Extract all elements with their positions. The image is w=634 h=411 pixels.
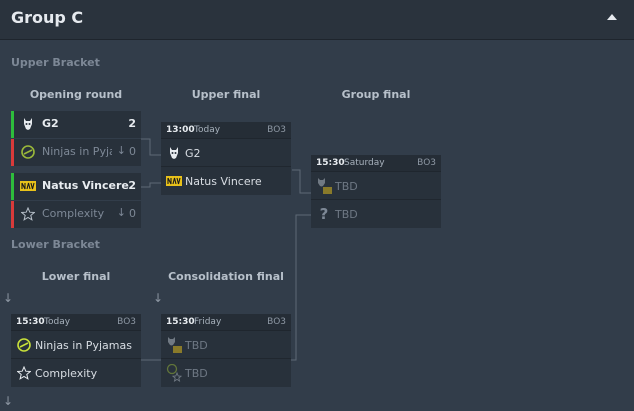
- down-arrow-icon: ↓: [153, 291, 164, 305]
- navi-logo-icon: [166, 173, 182, 189]
- down-arrow-icon: ↓: [116, 206, 126, 219]
- nip-logo-icon: [16, 337, 32, 353]
- match-team-row[interactable]: TBD: [161, 331, 291, 359]
- navi-logo-icon: [20, 178, 36, 194]
- match-day: Friday: [194, 317, 222, 327]
- team-score: 0: [129, 207, 136, 220]
- match-team-row[interactable]: G2: [161, 139, 291, 167]
- team-name: Ninjas in Pyja...: [42, 145, 112, 158]
- team-row-winner[interactable]: Natus Vincere 2: [11, 173, 141, 200]
- g2-navi-tbd-logo-icon: [316, 178, 332, 194]
- match-team-row[interactable]: Ninjas in Pyjamas: [11, 331, 141, 359]
- complexity-star-icon: [20, 206, 36, 222]
- down-arrow-icon: ↓: [116, 144, 126, 157]
- team-score: 0: [129, 145, 136, 158]
- match-day: Today: [194, 125, 221, 135]
- team-name: Complexity: [35, 367, 98, 380]
- match-format: BO3: [117, 317, 136, 327]
- nip-complexity-tbd-logo-icon: [166, 364, 182, 382]
- team-row-loser[interactable]: Ninjas in Pyja... ↓ 0: [11, 139, 141, 166]
- consolidation-final-match[interactable]: 15:30 Friday BO3 TBD TBD: [161, 314, 291, 387]
- match-time: 13:00: [166, 125, 195, 135]
- team-name: Complexity: [42, 207, 105, 220]
- team-row-winner[interactable]: G2 2: [11, 111, 141, 138]
- match-day: Saturday: [344, 158, 385, 168]
- round-label-opening: Opening round: [29, 88, 123, 101]
- match-format: BO3: [417, 158, 436, 168]
- team-name: G2: [42, 117, 59, 130]
- nip-logo-icon: [20, 144, 36, 160]
- collapse-caret-icon[interactable]: [607, 14, 617, 20]
- upper-final-match[interactable]: 13:00 Today BO3 G2 Natus Vincere: [161, 122, 291, 195]
- match-team-row[interactable]: TBD: [311, 172, 441, 200]
- team-name: TBD: [335, 208, 358, 221]
- group-title: Group C: [11, 8, 84, 27]
- team-name: TBD: [185, 339, 208, 352]
- team-name: TBD: [185, 367, 208, 380]
- match-format: BO3: [267, 317, 286, 327]
- match-day: Today: [44, 317, 71, 327]
- g2-navi-tbd-logo-icon: [166, 337, 182, 353]
- match-team-row[interactable]: ? TBD: [311, 200, 441, 228]
- upper-bracket-label: Upper Bracket: [11, 56, 100, 69]
- match-header: 15:30 Friday BO3: [161, 314, 291, 331]
- lower-bracket-label: Lower Bracket: [11, 238, 100, 251]
- team-row-loser[interactable]: Complexity ↓ 0: [11, 201, 141, 228]
- match-header: 15:30 Today BO3: [11, 314, 141, 331]
- team-score: 2: [128, 117, 136, 130]
- round-label-upper-final: Upper final: [191, 88, 261, 101]
- match-header: 13:00 Today BO3: [161, 122, 291, 139]
- g2-logo-icon: [166, 145, 182, 161]
- team-name: Ninjas in Pyjamas: [35, 339, 132, 352]
- down-arrow-icon: ↓: [3, 291, 14, 305]
- team-name: TBD: [335, 180, 358, 193]
- round-label-lower-final: Lower final: [41, 270, 111, 283]
- match-format: BO3: [267, 125, 286, 135]
- match-team-row[interactable]: Complexity: [11, 359, 141, 387]
- match-header: 15:30 Saturday BO3: [311, 155, 441, 172]
- lower-final-match[interactable]: 15:30 Today BO3 Ninjas in Pyjamas Comple…: [11, 314, 141, 387]
- group-final-match[interactable]: 15:30 Saturday BO3 TBD ? TBD: [311, 155, 441, 228]
- match-team-row[interactable]: Natus Vincere: [161, 167, 291, 195]
- complexity-star-icon: [16, 365, 32, 381]
- match-time: 15:30: [166, 317, 195, 327]
- g2-logo-icon: [20, 116, 36, 132]
- down-arrow-icon: ↓: [3, 394, 14, 408]
- match-team-row[interactable]: TBD: [161, 359, 291, 387]
- group-header[interactable]: Group C: [0, 0, 634, 40]
- team-name: G2: [185, 147, 201, 160]
- team-name: Natus Vincere: [185, 175, 262, 188]
- round-label-consolidation-final: Consolidation final: [168, 270, 284, 283]
- unknown-team-icon: ?: [319, 205, 329, 223]
- team-score: 2: [128, 179, 136, 192]
- round-label-group-final: Group final: [341, 88, 411, 101]
- team-name: Natus Vincere: [42, 179, 129, 192]
- match-time: 15:30: [316, 158, 345, 168]
- match-time: 15:30: [16, 317, 45, 327]
